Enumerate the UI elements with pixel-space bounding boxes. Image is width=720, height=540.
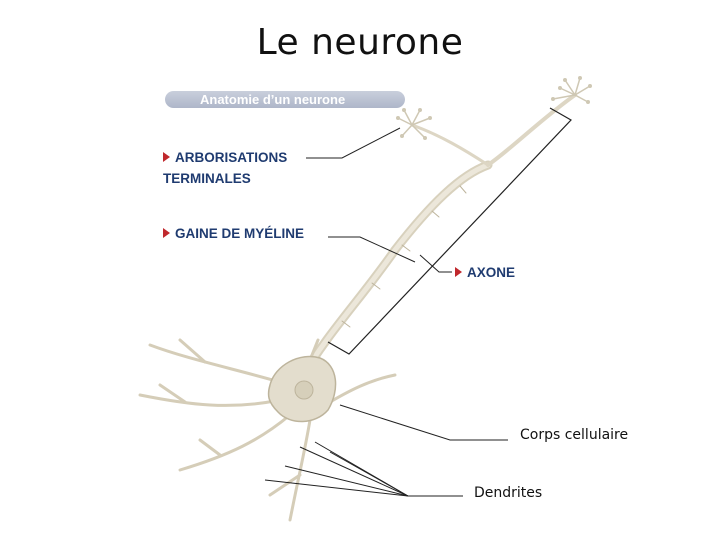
dendrite-leader-lines — [265, 442, 463, 496]
neuron-illustration — [140, 76, 592, 520]
terminal-arborization-left — [398, 110, 430, 138]
axon-bracket — [328, 108, 571, 354]
axon-leader-line — [420, 255, 452, 272]
figure-header: Anatomie d’un neurone — [165, 91, 405, 108]
red-arrow-icon — [455, 267, 462, 277]
red-arrow-icon — [163, 228, 170, 238]
myelin-sheath-label: GAINE DE MYÉLINE — [163, 223, 304, 244]
axon-label: AXONE — [455, 262, 515, 283]
leader-lines — [265, 128, 508, 496]
dendrites-shape — [140, 340, 395, 520]
terminal-arborizations-label: ARBORISATIONS TERMINALES — [163, 147, 287, 189]
terminal-branch-left — [412, 125, 488, 165]
red-arrow-icon — [163, 152, 170, 162]
nucleus-shape — [295, 381, 313, 399]
cell-body-label: Corps cellulaire — [520, 427, 628, 443]
dendrites-label: Dendrites — [474, 485, 542, 501]
terminal-leader-line — [306, 128, 400, 158]
cell-body-leader-line — [340, 405, 508, 440]
